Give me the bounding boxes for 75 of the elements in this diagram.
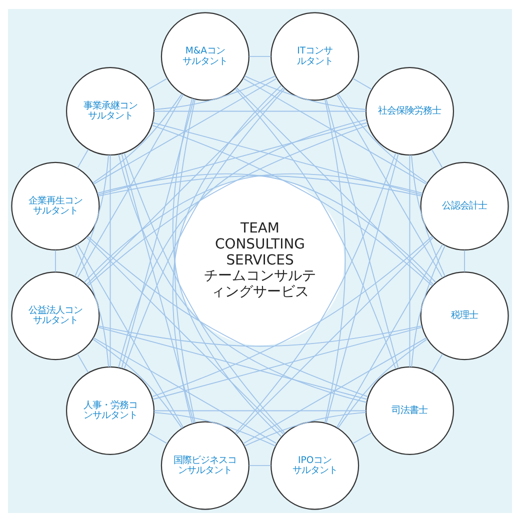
connector bbox=[55, 250, 56, 272]
node-circle: M&Aコンサルタント bbox=[160, 12, 250, 101]
connector bbox=[431, 148, 444, 169]
connector bbox=[326, 98, 399, 369]
connector bbox=[86, 236, 284, 435]
connector bbox=[152, 326, 423, 400]
connector bbox=[87, 124, 368, 286]
node-circle: 公益法人コンサルタント bbox=[11, 272, 100, 360]
connector bbox=[154, 410, 366, 412]
connector bbox=[352, 432, 372, 444]
connector bbox=[87, 236, 368, 398]
connector bbox=[338, 338, 428, 429]
connector bbox=[244, 412, 366, 446]
node-circle: IPOコンサルタント bbox=[270, 421, 360, 510]
connector bbox=[76, 148, 89, 169]
connector bbox=[324, 98, 346, 424]
node-circle: 税理士 bbox=[420, 272, 509, 360]
connector bbox=[236, 236, 434, 435]
connector bbox=[234, 88, 396, 370]
connector bbox=[93, 78, 278, 185]
connector bbox=[148, 432, 168, 444]
connector bbox=[74, 154, 109, 277]
node-circle: 国際ビジネスコンサルタント bbox=[160, 421, 250, 510]
node-circle: ITコンサルタント bbox=[270, 12, 360, 101]
connector bbox=[152, 122, 423, 196]
connector bbox=[121, 98, 194, 369]
connector bbox=[152, 124, 433, 286]
node-circle: 司法書士 bbox=[365, 366, 454, 456]
connector bbox=[244, 76, 366, 110]
connector bbox=[98, 175, 422, 197]
connector bbox=[76, 244, 184, 428]
node-circle: 社会保険労務士 bbox=[365, 66, 454, 156]
connector bbox=[121, 153, 194, 424]
connector bbox=[154, 412, 276, 447]
node-circle: 企業再生コンサルタント bbox=[11, 162, 100, 250]
connector bbox=[98, 325, 422, 347]
connector bbox=[118, 119, 367, 368]
connector bbox=[86, 87, 284, 286]
node-circle: 人事・労務コンサルタント bbox=[66, 366, 155, 456]
connector bbox=[154, 110, 366, 112]
connector bbox=[248, 56, 272, 57]
connector bbox=[411, 154, 446, 277]
connector bbox=[336, 244, 444, 428]
connector bbox=[74, 245, 109, 368]
connector bbox=[97, 326, 368, 400]
connector bbox=[409, 154, 410, 368]
node-circle: TEAM CONSULTING SERVICES チームコンサルティングサービス bbox=[176, 176, 344, 346]
connector bbox=[236, 87, 434, 286]
connector bbox=[148, 78, 168, 90]
connector bbox=[326, 153, 399, 424]
connector bbox=[411, 245, 446, 368]
connector bbox=[152, 236, 433, 398]
connector bbox=[248, 465, 272, 466]
connector bbox=[431, 353, 444, 374]
connector bbox=[124, 88, 286, 370]
connector bbox=[118, 154, 367, 403]
connector bbox=[110, 154, 111, 368]
connector bbox=[92, 93, 182, 184]
connector bbox=[97, 122, 368, 196]
connector bbox=[92, 338, 183, 429]
connector bbox=[336, 94, 444, 278]
connector bbox=[124, 152, 286, 434]
connector bbox=[464, 250, 465, 272]
connector bbox=[352, 78, 372, 90]
connector bbox=[242, 337, 427, 444]
connector bbox=[174, 98, 196, 424]
connector bbox=[92, 337, 278, 444]
connector bbox=[154, 76, 276, 110]
connector bbox=[76, 353, 89, 374]
connector bbox=[242, 78, 428, 185]
connector bbox=[76, 94, 184, 278]
connector bbox=[234, 152, 396, 434]
node-circle: 事業承継コンサルタント bbox=[66, 66, 155, 156]
connector bbox=[338, 94, 428, 184]
node-circle: 公認会計士 bbox=[420, 162, 509, 250]
